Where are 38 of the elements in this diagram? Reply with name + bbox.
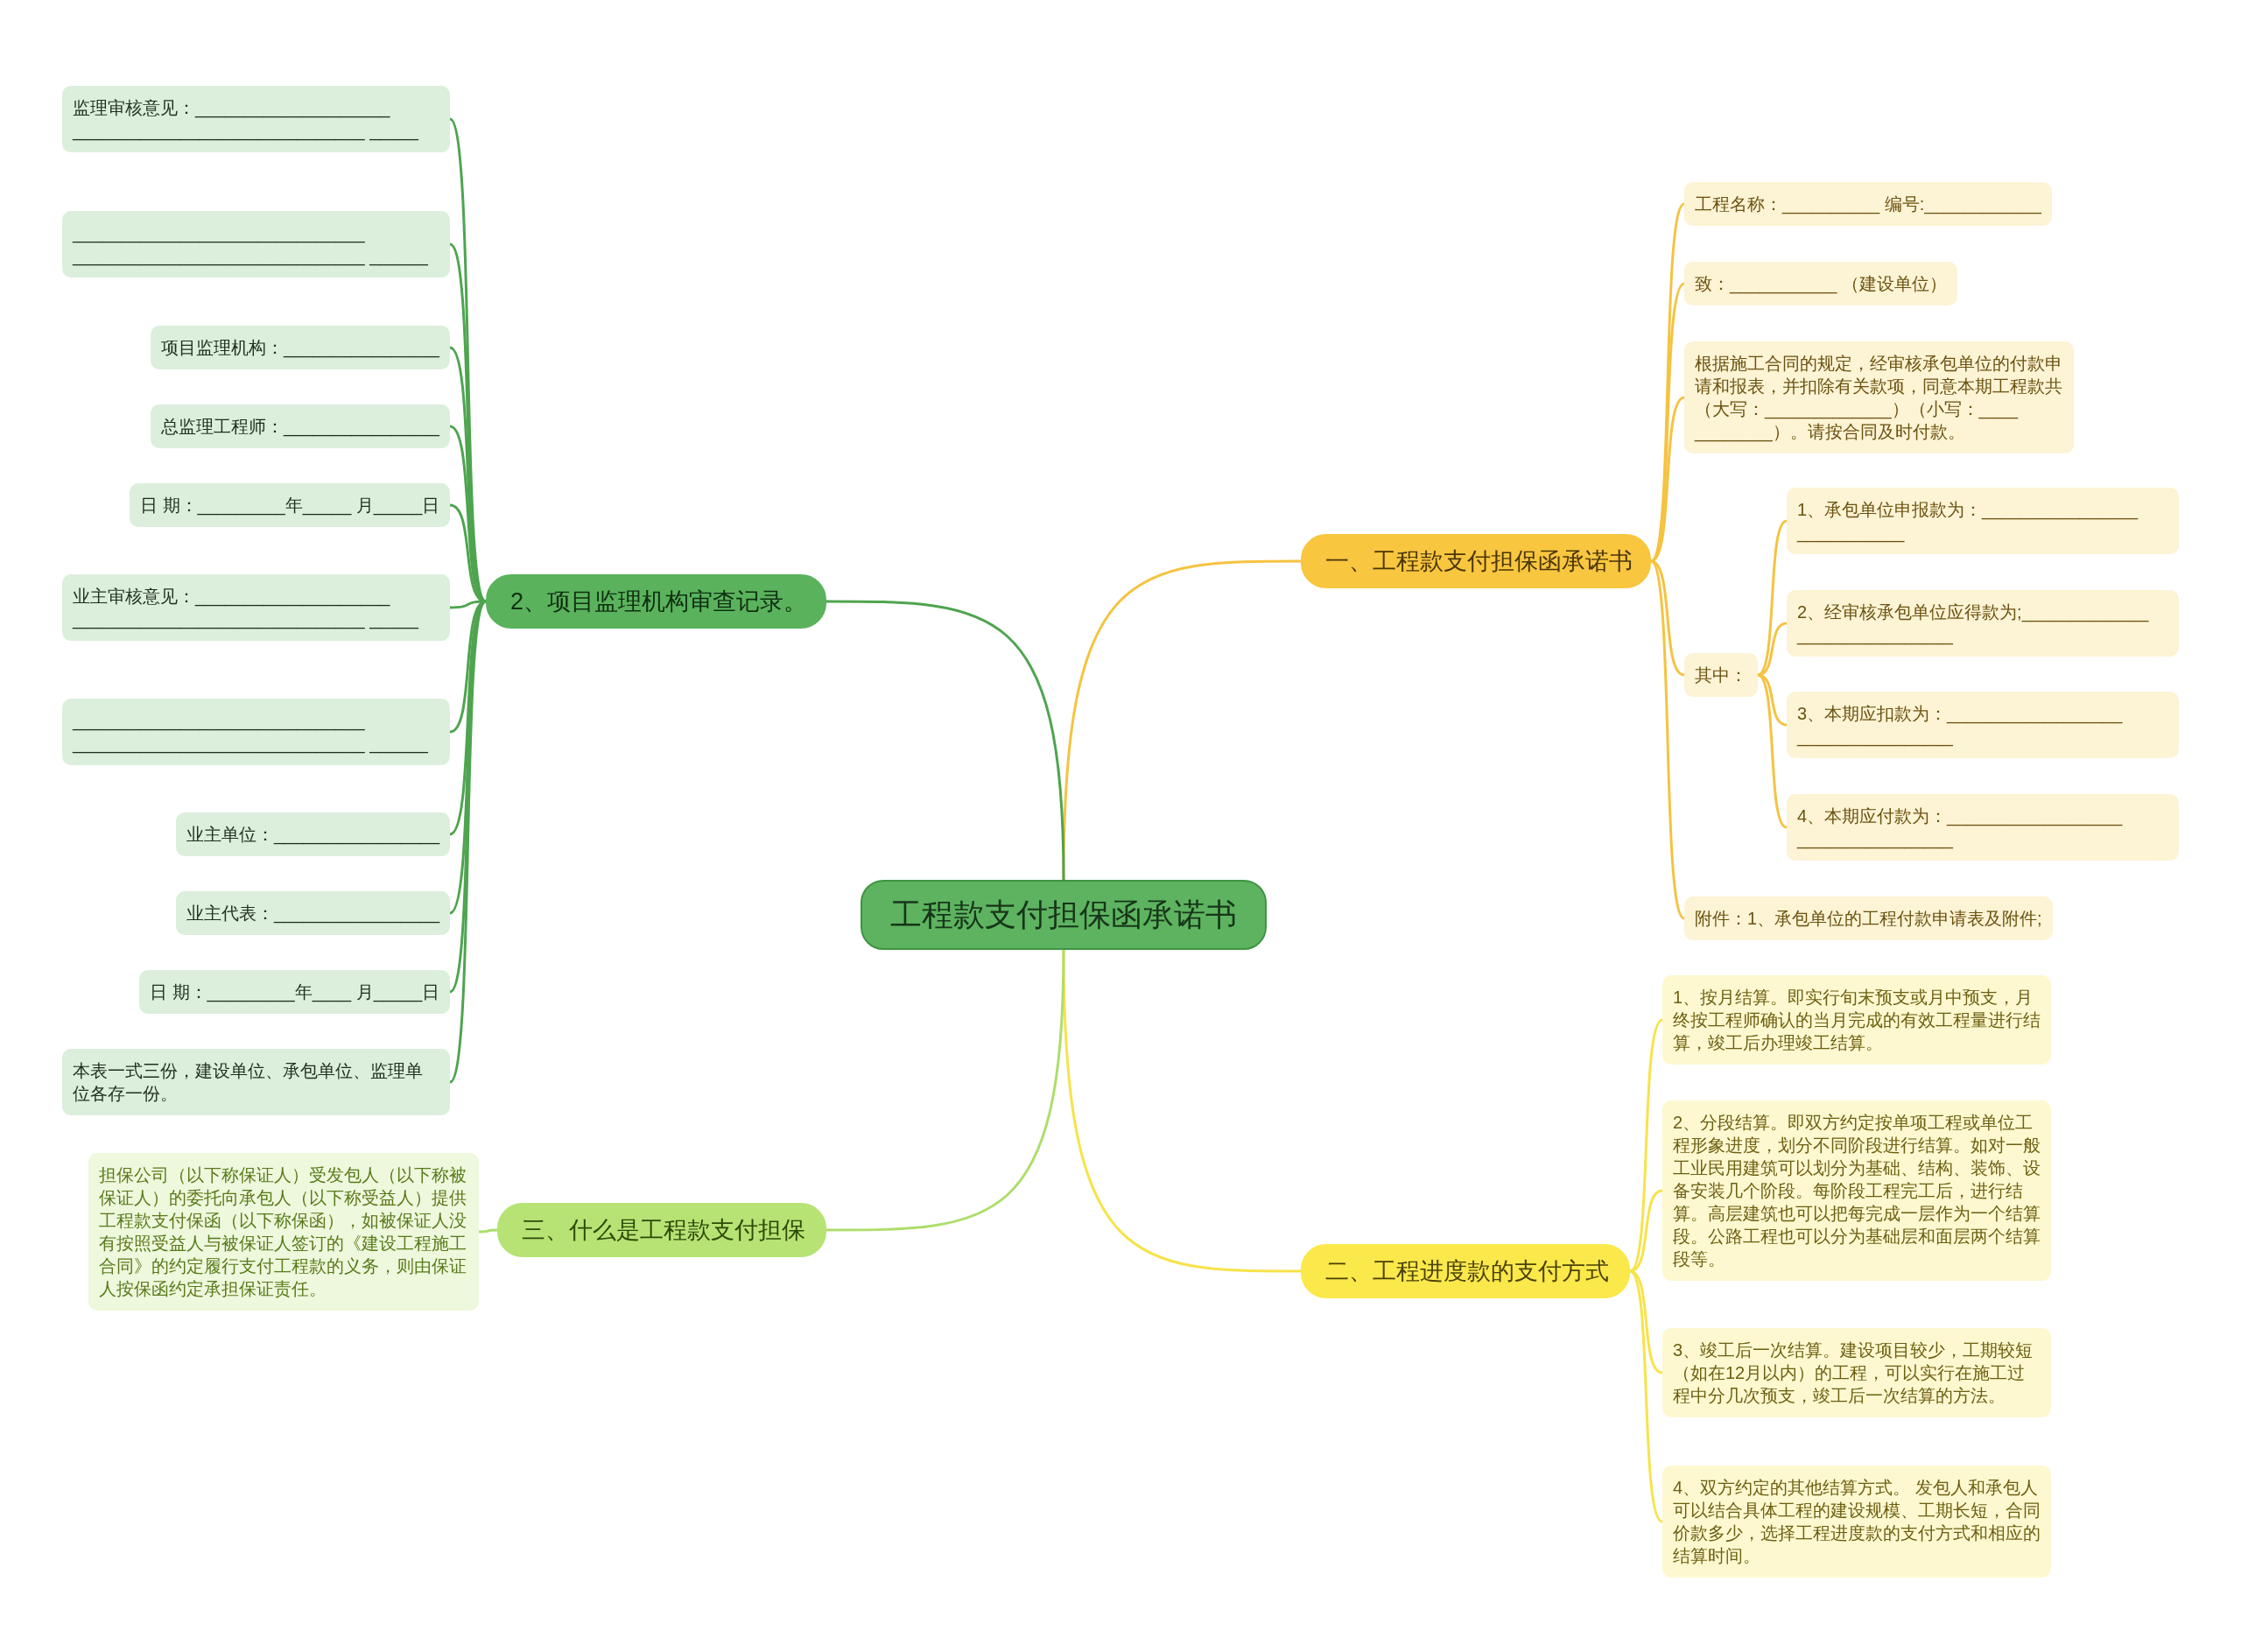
subtopic-box: 其中：: [1684, 653, 1758, 697]
subtopic-box: 业主代表：_________________: [176, 891, 451, 935]
subtopic-box: 项目监理机构：________________: [151, 326, 450, 369]
central-topic: 工程款支付担保函承诺书: [861, 880, 1267, 950]
subtopic-box: 1、承包单位申报款为：________________ ___________: [1787, 488, 2179, 554]
subtopic-box: 业主审核意见：____________________ ______________________________ _____: [62, 574, 450, 641]
subtopic-box: 致：___________ （建设单位）: [1684, 262, 1957, 306]
subtopic-box: ______________________________ ______________________________ ______: [62, 699, 450, 765]
subtopic-box: 总监理工程师：________________: [151, 404, 450, 448]
connector: [1062, 949, 1301, 1273]
connector: [448, 601, 488, 1083]
branch-topic: 二、工程进度款的支付方式: [1301, 1244, 1630, 1298]
subtopic-box: 附件：1、承包单位的工程付款申请表及附件;: [1684, 896, 2053, 940]
subtopic-box: 3、竣工后一次结算。建设项目较少，工期较短（如在12月以内）的工程，可以实行在施工过程中分几次预支，竣工后一次结算的方法。: [1662, 1328, 2051, 1417]
connector: [479, 1228, 497, 1234]
subtopic-box: 4、双方约定的其他结算方式。 发包人和承包人可以结合具体工程的建设规模、工期长短，合同价款多少，选择工程进度款的支付方式和相应的结算时间。: [1662, 1466, 2051, 1578]
branch-topic: 2、项目监理机构审查记录。: [486, 574, 826, 629]
subtopic-box: 担保公司（以下称保证人）受发包人（以下称被保证人）的委托向承包人（以下称受益人）提供工程款支付保函（以下称保函），如被保证人没有按照受益人与被保证人签订的《建设工程施工合同》的约定履行支付工程款的义务，则由保证人按保函约定承担保证责任。: [88, 1153, 479, 1311]
subtopic-box: 监理审核意见：____________________ ______________________________ _____: [62, 86, 450, 152]
subtopic-box: 日 期：_________年_____ 月_____日: [130, 483, 451, 527]
connector: [826, 949, 1065, 1232]
subtopic-box: 3、本期应扣款为：__________________ ________________: [1787, 692, 2179, 758]
subtopic-box: 本表一式三份，建设单位、承包单位、监理单位各存一份。: [62, 1049, 450, 1115]
subtopic-box: 1、按月结算。即实行旬末预支或月中预支，月终按工程师确认的当月完成的有效工程量进行结算，竣工后办理竣工结算。: [1662, 975, 2051, 1065]
branch-topic: 一、工程款支付担保函承诺书: [1301, 534, 1651, 588]
subtopic-box: 工程名称：__________ 编号:____________: [1684, 182, 2052, 226]
connector: [1628, 1269, 1664, 1523]
connector: [1757, 673, 1788, 829]
subtopic-box: 4、本期应付款为：__________________ ________________: [1787, 794, 2179, 861]
subtopic-box: 2、分段结算。即双方约定按单项工程或单位工程形象进度，划分不同阶段进行结算。如对一般工业民用建筑可以划分为基础、结构、装饰、设备安装几个阶段。每阶段工程完工后，进行结算。高层建筑也可以把每完成一层作为一个结算段。公路工程也可以分为基础层和面层两个结算段等。: [1662, 1100, 2051, 1281]
subtopic-box: 根据施工合同的规定，经审核承包单位的付款申请和报表，并扣除有关款项，同意本期工程款共（大写：_____________）（小写：____ ________）。请按合同及时付款。: [1684, 341, 2074, 453]
subtopic-box: ______________________________ ______________________________ ______: [62, 211, 450, 278]
subtopic-box: 日 期：_________年____ 月_____日: [139, 970, 451, 1014]
subtopic-box: 业主单位：_________________: [176, 812, 451, 856]
subtopic-box: 2、经审核承包单位应得款为;_____________ ________________: [1787, 590, 2179, 657]
connector: [826, 600, 1065, 881]
branch-topic: 三、什么是工程款支付担保: [497, 1203, 826, 1257]
connector: [1649, 560, 1686, 919]
